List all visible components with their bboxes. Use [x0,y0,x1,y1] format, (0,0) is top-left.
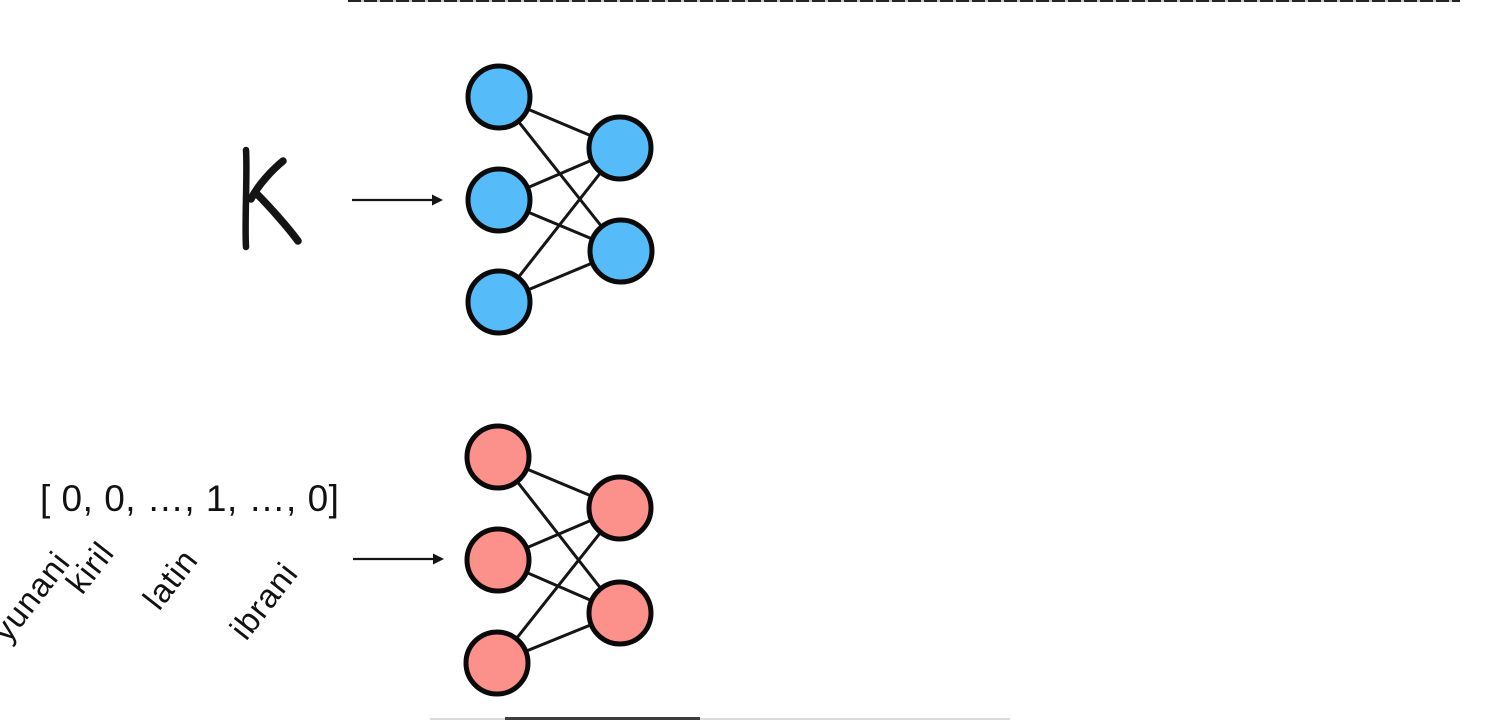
input-node [465,63,533,131]
category-label-latin: latin [135,541,205,617]
output-node [586,474,654,542]
category-label-kiril: kiril [58,534,122,601]
input-node [464,526,532,594]
k-upper-diagonal-stroke [247,157,287,203]
bottom-edge-line-faint [430,718,1010,720]
output-node [586,579,654,647]
output-node [587,217,655,285]
category-label-yunani: yunani [0,544,78,649]
k-vertical-stroke [242,146,250,251]
input-node [465,166,533,234]
output-node [586,114,654,182]
character-network-blue [465,63,655,336]
category-label-ibrani: ibrani [222,555,305,647]
network-nodes [463,423,654,697]
input-node [463,629,531,697]
arrow-right-icon [352,194,443,206]
bottom-edge-line [505,717,700,720]
top-edge-line [348,0,1460,2]
arrow-right-icon [353,553,444,565]
one-hot-vector-text: [ 0, 0, …, 1, …, 0] [40,478,340,519]
input-node [465,268,533,336]
network-nodes [465,63,655,336]
input-node [464,423,532,491]
handwritten-letter-k: K [242,146,302,251]
category-network-red [463,423,654,697]
k-lower-diagonal-stroke [252,189,302,245]
